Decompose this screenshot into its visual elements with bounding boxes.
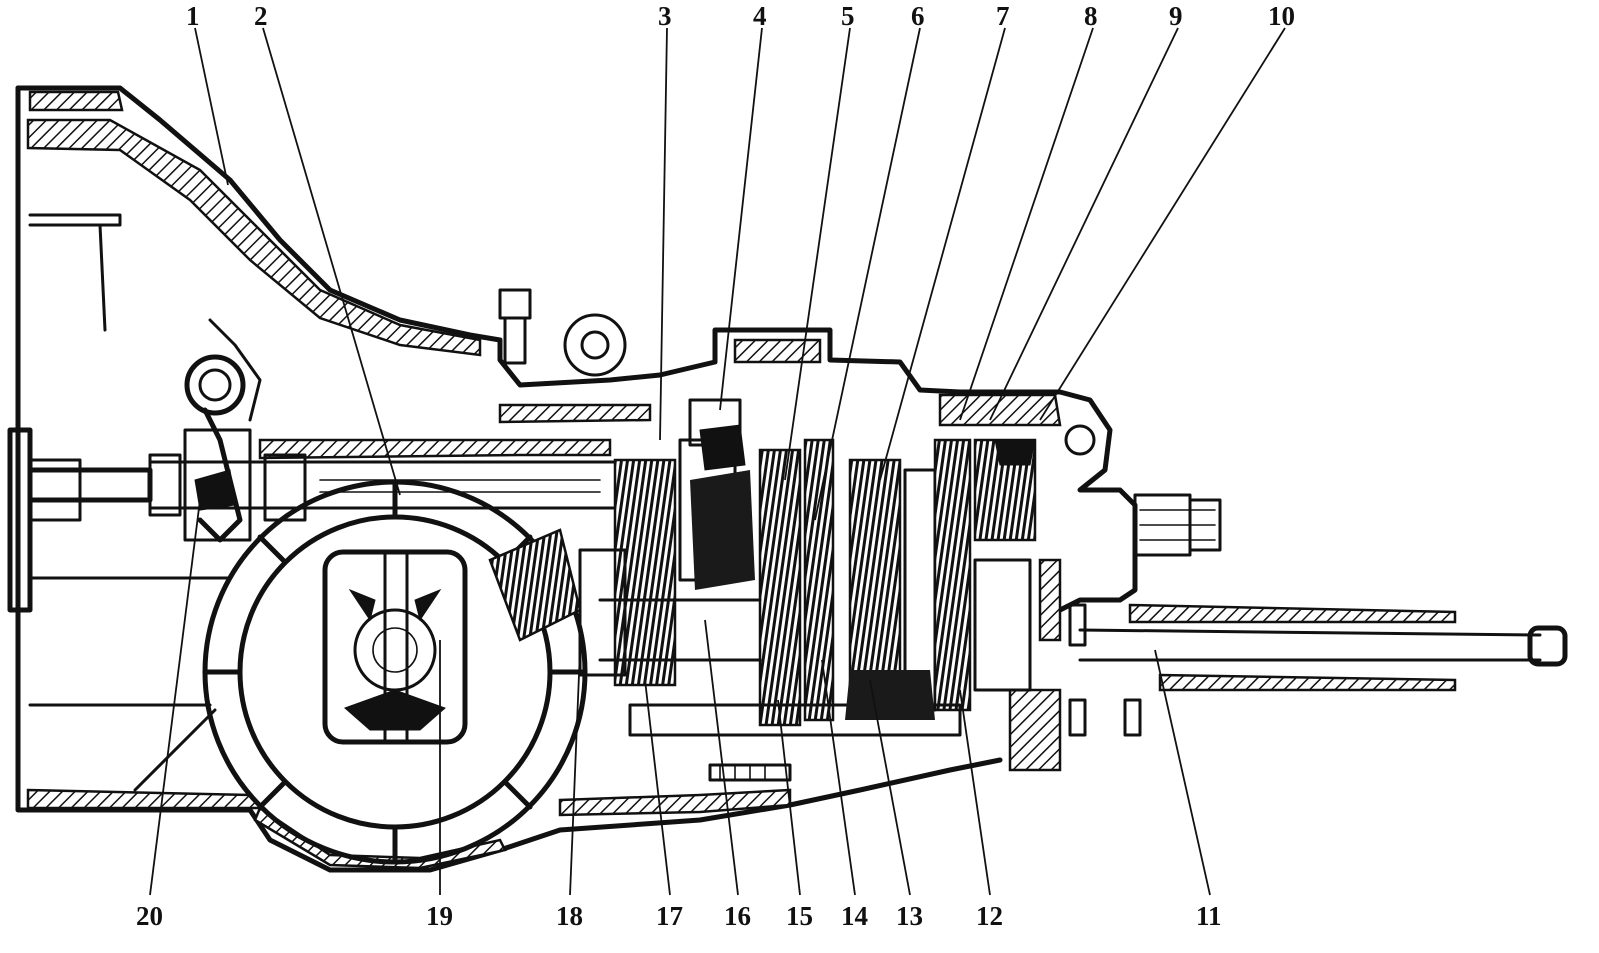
callout-3: 3: [658, 1, 672, 31]
callout-1: 1: [186, 1, 200, 31]
callout-8: 8: [1084, 1, 1098, 31]
callout-17: 17: [656, 901, 683, 931]
output-shift-rod: [1068, 493, 1568, 737]
callout-20: 20: [136, 901, 163, 931]
differential-final-drive: [202, 479, 588, 865]
callout-7: 7: [996, 1, 1010, 31]
callout-12: 12: [976, 901, 1003, 931]
callout-11: 11: [1196, 901, 1222, 931]
callout-10: 10: [1268, 1, 1295, 31]
callout-19: 19: [426, 901, 453, 931]
callout-15: 15: [786, 901, 813, 931]
callout-5: 5: [841, 1, 855, 31]
callout-16: 16: [724, 901, 751, 931]
drain-plug: [708, 763, 792, 782]
callout-4: 4: [753, 1, 767, 31]
callout-13: 13: [896, 901, 923, 931]
callout-9: 9: [1169, 1, 1183, 31]
callout-labels-bottom: 20 19 18 17 16 15 14 13 12 11: [136, 901, 1222, 931]
gear-cluster: [578, 398, 1037, 737]
leader-lines: [149, 27, 1286, 896]
callout-6: 6: [911, 1, 925, 31]
callout-labels-top: 1 2 3 4 5 6 7 8 9 10: [186, 1, 1295, 31]
transmission-housing: [7, 85, 1138, 873]
callout-18: 18: [556, 901, 583, 931]
callout-14: 14: [841, 901, 868, 931]
input-shaft: [27, 318, 642, 543]
callout-2: 2: [254, 1, 268, 31]
